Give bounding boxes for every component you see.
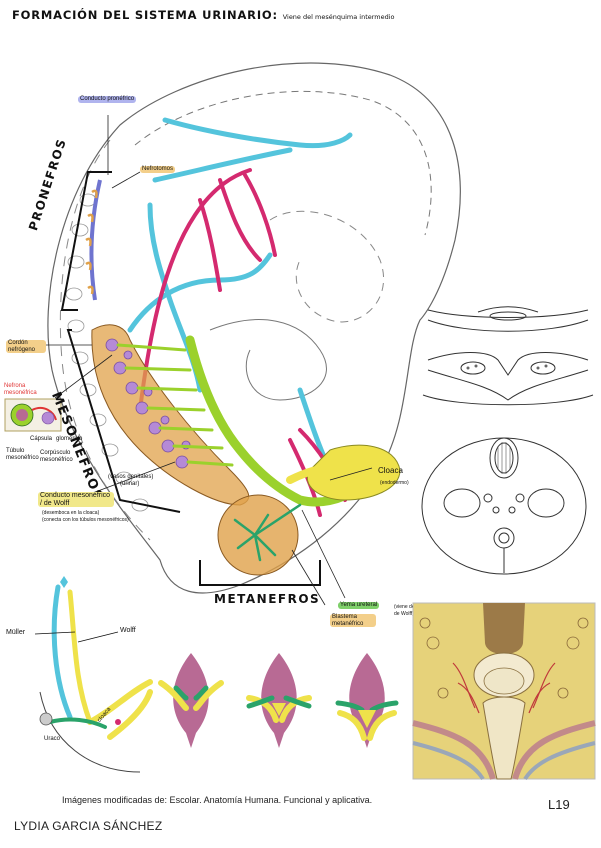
cloaca-shape (307, 444, 401, 501)
pronephric-duct (89, 179, 102, 301)
nephron-inset (4, 398, 62, 432)
bladder-diagram-1 (158, 653, 224, 748)
heart-outline (269, 210, 385, 323)
label-blastema: Blastema metanéfrico (330, 614, 376, 627)
muller-wolff-figure (34, 576, 153, 773)
bladder-diagram-2 (246, 653, 312, 748)
label-conducto-wolff-note-1: (desemboca en la cloaca) (42, 510, 100, 516)
wolffian-duct (185, 335, 360, 507)
mesonefros-bracket (66, 329, 181, 513)
title-subtitle: Viene del mesénquima intermedio (282, 13, 395, 21)
label-cordon-nefrogeno: Cordón nefrógeno (6, 340, 46, 353)
label-corpusculo-mesonefrico: Corpúsculo mesonéfrico (40, 450, 73, 463)
pronefros-bracket (60, 171, 112, 311)
cross-sections-top (422, 306, 594, 406)
footer-source: Imágenes modificadas de: Escolar. Anatom… (62, 795, 373, 805)
label-metanefros: METANEFROS (214, 592, 321, 606)
label-glomerulo: glomérulo (56, 436, 83, 442)
metanefros-bracket (199, 560, 321, 586)
label-cloaca-note: (endodermo) (380, 480, 409, 486)
metanephros-circle (217, 494, 299, 576)
label-nefrotomos: Nefrotomos (140, 166, 176, 173)
leader-lines (40, 115, 373, 606)
page-title: FORMACIÓN DEL SISTEMA URINARIO: Viene de… (12, 8, 395, 22)
somite-ring (59, 139, 151, 541)
cloaca-arm (286, 464, 349, 484)
mesonephric-tubules (116, 343, 234, 467)
nephrotomes (85, 189, 98, 295)
label-cloaca: Cloaca (378, 466, 403, 475)
label-muller: Müller (6, 629, 26, 636)
label-wolff: Wolff (120, 627, 136, 634)
label-tubulo-mesonefrico: Túbulo mesonéfrico (6, 448, 39, 461)
author-name: LYDIA GARCIA SÁNCHEZ (14, 819, 163, 833)
label-vasos-genitales-2: (urinar) (120, 481, 140, 487)
label-conducto-pronefrico: Conducto pronéfrico (78, 96, 137, 103)
embryo-inner-outline (134, 90, 432, 236)
anatomical-illustration (412, 602, 596, 781)
bladder-diagram-3 (335, 653, 399, 748)
ureteric-branches (233, 503, 302, 562)
label-conducto-wolff: Conducto mesonéfrico / de Wolff (38, 492, 114, 507)
label-vasos-genitales: (vasos genitales) (108, 474, 154, 480)
label-uraco: Uraco (44, 736, 61, 742)
page-number: L19 (548, 797, 570, 812)
cross-section-round (421, 437, 587, 575)
title-main: FORMACIÓN DEL SISTEMA URINARIO: (12, 8, 278, 22)
gut-outline (209, 319, 327, 401)
label-yema-ureteral: Yema ureteral (338, 602, 380, 609)
label-capsula: Cápsula (30, 436, 53, 442)
bladder-diagrams (158, 653, 399, 748)
label-nefrona-mesonefrica: Nefrona mesonéfrica (4, 383, 37, 396)
label-conducto-wolff-note-2: (conecta con los túbulos mesonéfricos) (42, 517, 129, 523)
mesonephric-nephrons (105, 338, 191, 469)
